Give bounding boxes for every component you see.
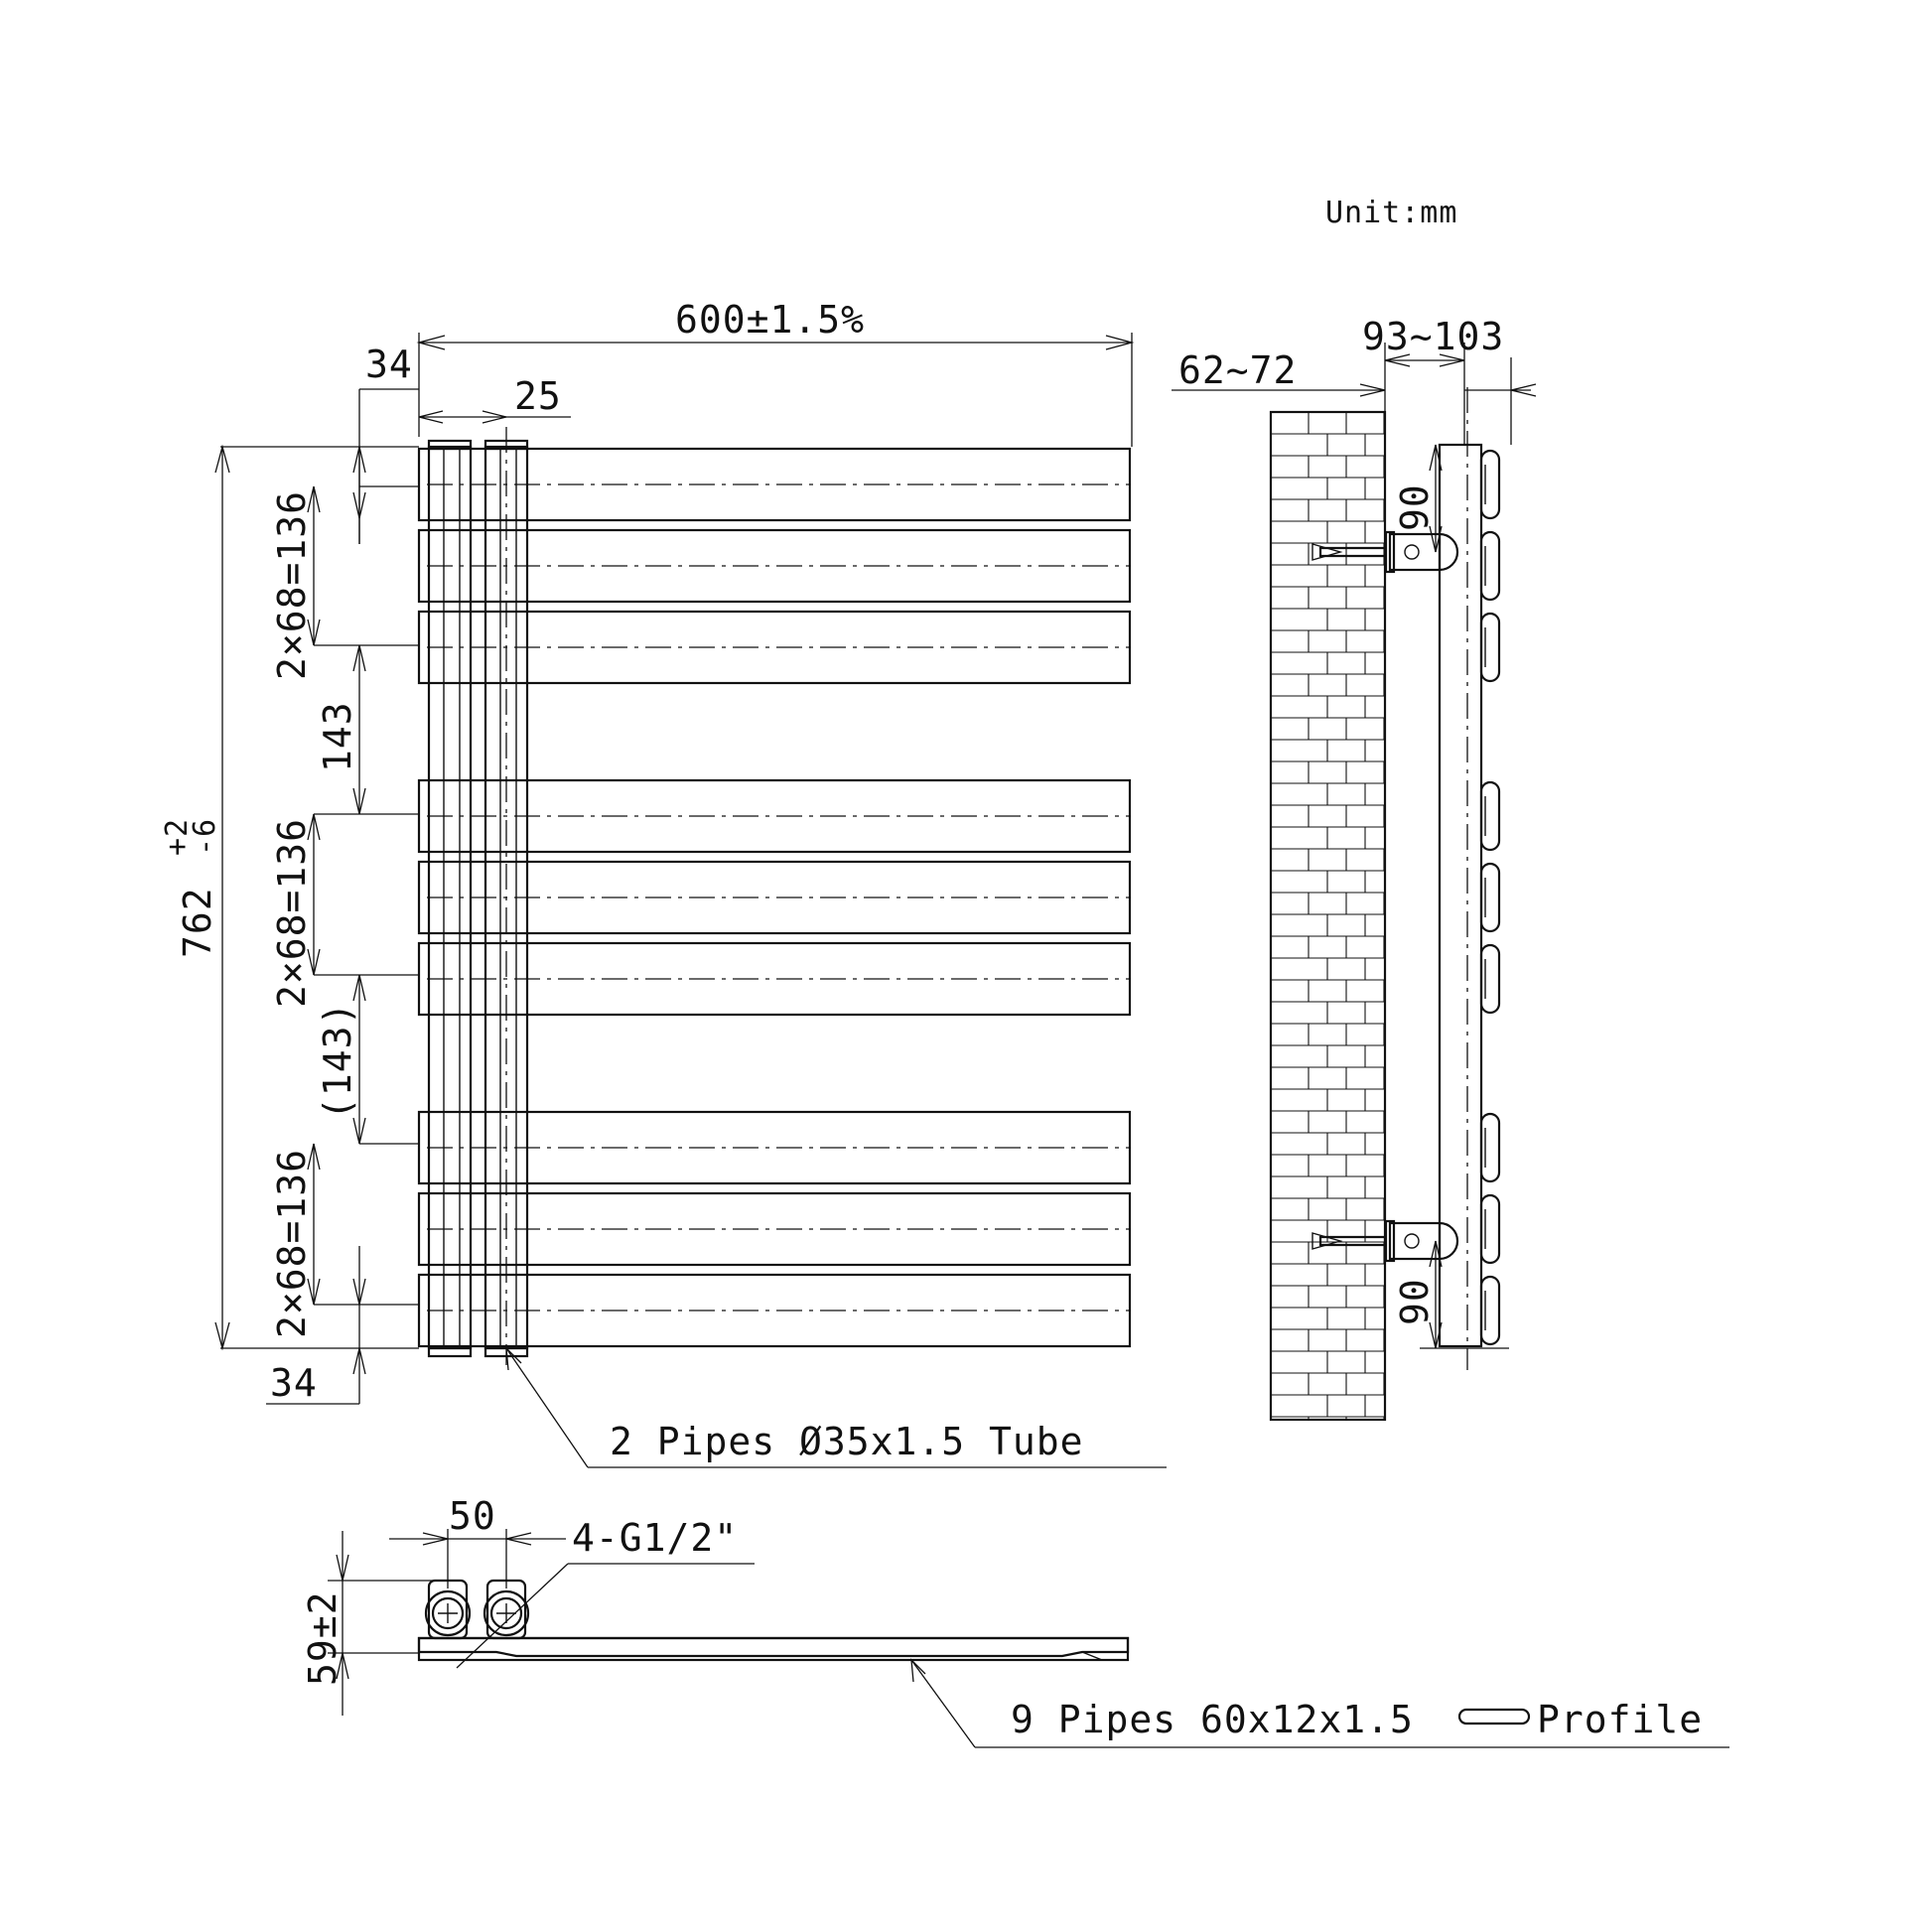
vertical-pipes <box>427 427 529 1365</box>
inlet-left <box>424 1579 472 1640</box>
dim-wall-distance: 62~72 <box>1178 348 1297 392</box>
side-pipe <box>1438 443 1483 1348</box>
front-dimensions: 600±1.5% 34 25 762 +2 -6 2×68=136 <box>160 298 1167 1468</box>
bar-profile-1 <box>1479 449 1501 520</box>
wall <box>1269 410 1387 1422</box>
label-connections: 4-G1/2" <box>572 1516 738 1560</box>
bar-profile-8 <box>1479 1193 1501 1265</box>
dim-group3-spacing: 2×68=136 <box>270 1149 314 1338</box>
bar-profile-5 <box>1479 862 1501 933</box>
front-view <box>417 427 1132 1365</box>
bracket-top <box>1311 530 1459 574</box>
pipe-cap-3 <box>427 1346 473 1358</box>
dim-height-tol-minus: -6 <box>188 818 222 856</box>
pipe-cap-2 <box>483 439 529 451</box>
bracket-bottom <box>1311 1219 1459 1263</box>
bar-profile-6 <box>1479 943 1501 1015</box>
horizontal-bars <box>417 439 1132 1358</box>
top-view: 50 4-G1/2" 59±2 9 Pipes 60x12x1.5 Profil… <box>301 1494 1729 1748</box>
dim-depth: 93~103 <box>1362 315 1504 358</box>
dim-bracket-top: 90 <box>1393 483 1437 531</box>
dim-pipe-offset: 25 <box>514 374 562 418</box>
bar-profile-9 <box>1479 1275 1501 1346</box>
wall-bricks <box>1271 412 1385 1420</box>
label-profile: Profile <box>1537 1698 1703 1741</box>
dim-overall-width: 600±1.5% <box>675 298 865 342</box>
dim-bracket-bottom: 90 <box>1393 1278 1437 1325</box>
bar-profile-3 <box>1479 612 1501 683</box>
side-view: 62~72 93~103 90 90 <box>1172 315 1537 1422</box>
bar-profile-2 <box>1479 530 1501 602</box>
dim-inlet-spacing: 50 <box>449 1494 496 1538</box>
dim-height-tol-plus: +2 <box>160 818 195 856</box>
bar-profiles <box>1479 449 1501 1346</box>
dim-bottom-offset: 34 <box>270 1361 318 1405</box>
dim-group2-spacing: 2×68=136 <box>270 818 314 1008</box>
dim-gap2: (143) <box>316 1002 359 1120</box>
unit-label: Unit:mm <box>1325 196 1457 230</box>
profile-symbol-icon <box>1457 1708 1531 1725</box>
label-horizontal-pipes: 9 Pipes 60x12x1.5 <box>1011 1698 1414 1741</box>
bar-profile-4 <box>1479 780 1501 852</box>
label-vertical-pipes: 2 Pipes Ø35x1.5 Tube <box>610 1420 1084 1463</box>
inlet-right <box>483 1579 530 1640</box>
bar-profile-7 <box>1479 1112 1501 1183</box>
dim-height-main: 762 <box>176 887 219 958</box>
dim-inlet-height: 59±2 <box>301 1590 345 1686</box>
dim-edge-offset: 34 <box>365 343 413 386</box>
dim-gap1: 143 <box>316 701 359 772</box>
pipe-cap-1 <box>427 439 473 451</box>
dim-group1-spacing: 2×68=136 <box>270 490 314 680</box>
